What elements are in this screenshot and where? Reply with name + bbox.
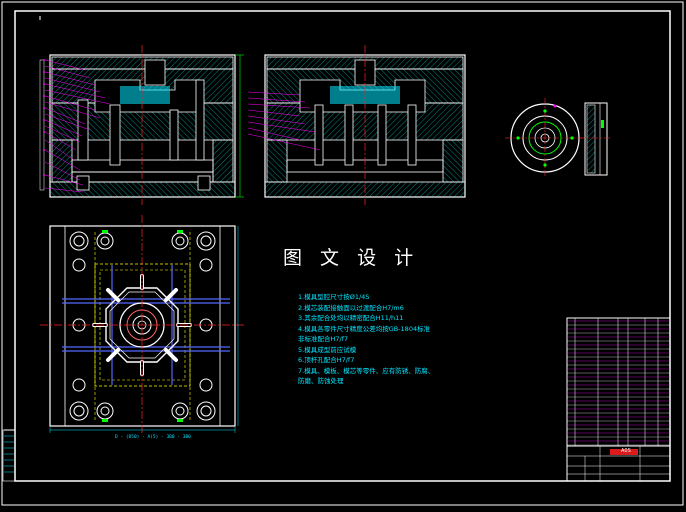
left-leader-dots (43, 59, 45, 176)
technical-note: 4.模具各零件尺寸精度公差均按GB-1804标准 (298, 324, 431, 333)
technical-note: 非标准配合H7/f7 (298, 335, 349, 343)
inner-frame (14, 10, 671, 482)
title-cells (567, 446, 670, 481)
technical-note: 5.模具成型前应试模 (298, 345, 357, 354)
technical-note: 2.模芯装配接触面以过渡配合H7/m6 (298, 303, 404, 312)
part-side-view (580, 102, 612, 176)
technical-note: 1.模具型腔尺寸按Ø1/4S (298, 293, 370, 301)
title-block (566, 317, 671, 482)
side-stamp-box (2, 429, 16, 482)
part-round-view (505, 98, 585, 178)
drawing-title: 图 文 设 计 (283, 247, 420, 269)
technical-note: 3.其余配合处均以精密配合H11/h11 (298, 314, 404, 322)
left-view-dims (236, 54, 244, 198)
side-stamp-lines (4, 435, 14, 473)
left-section-view (39, 45, 244, 205)
corner-bosses (69, 231, 216, 421)
left-leaders (44, 59, 111, 193)
pin-markers (102, 230, 183, 422)
technical-note: 7.模具、模板、模芯等零件、应有防锈、防腐、 (298, 366, 435, 375)
technical-note: 6.顶杆孔配合H7/f7 (298, 356, 355, 364)
plan-view (40, 215, 245, 435)
middle-leaders (247, 91, 321, 151)
middle-section-view (247, 45, 466, 205)
plan-dims (49, 226, 239, 433)
bottom-dimension-text: D - (850) - A(5) - 3B0 - 3B0 (115, 435, 191, 440)
title-block-label: A0S (621, 448, 631, 454)
parts-list-rows (567, 320, 670, 446)
parts-list-cols (574, 318, 659, 446)
technical-note: 防磨、防蚀处理 (298, 377, 344, 385)
